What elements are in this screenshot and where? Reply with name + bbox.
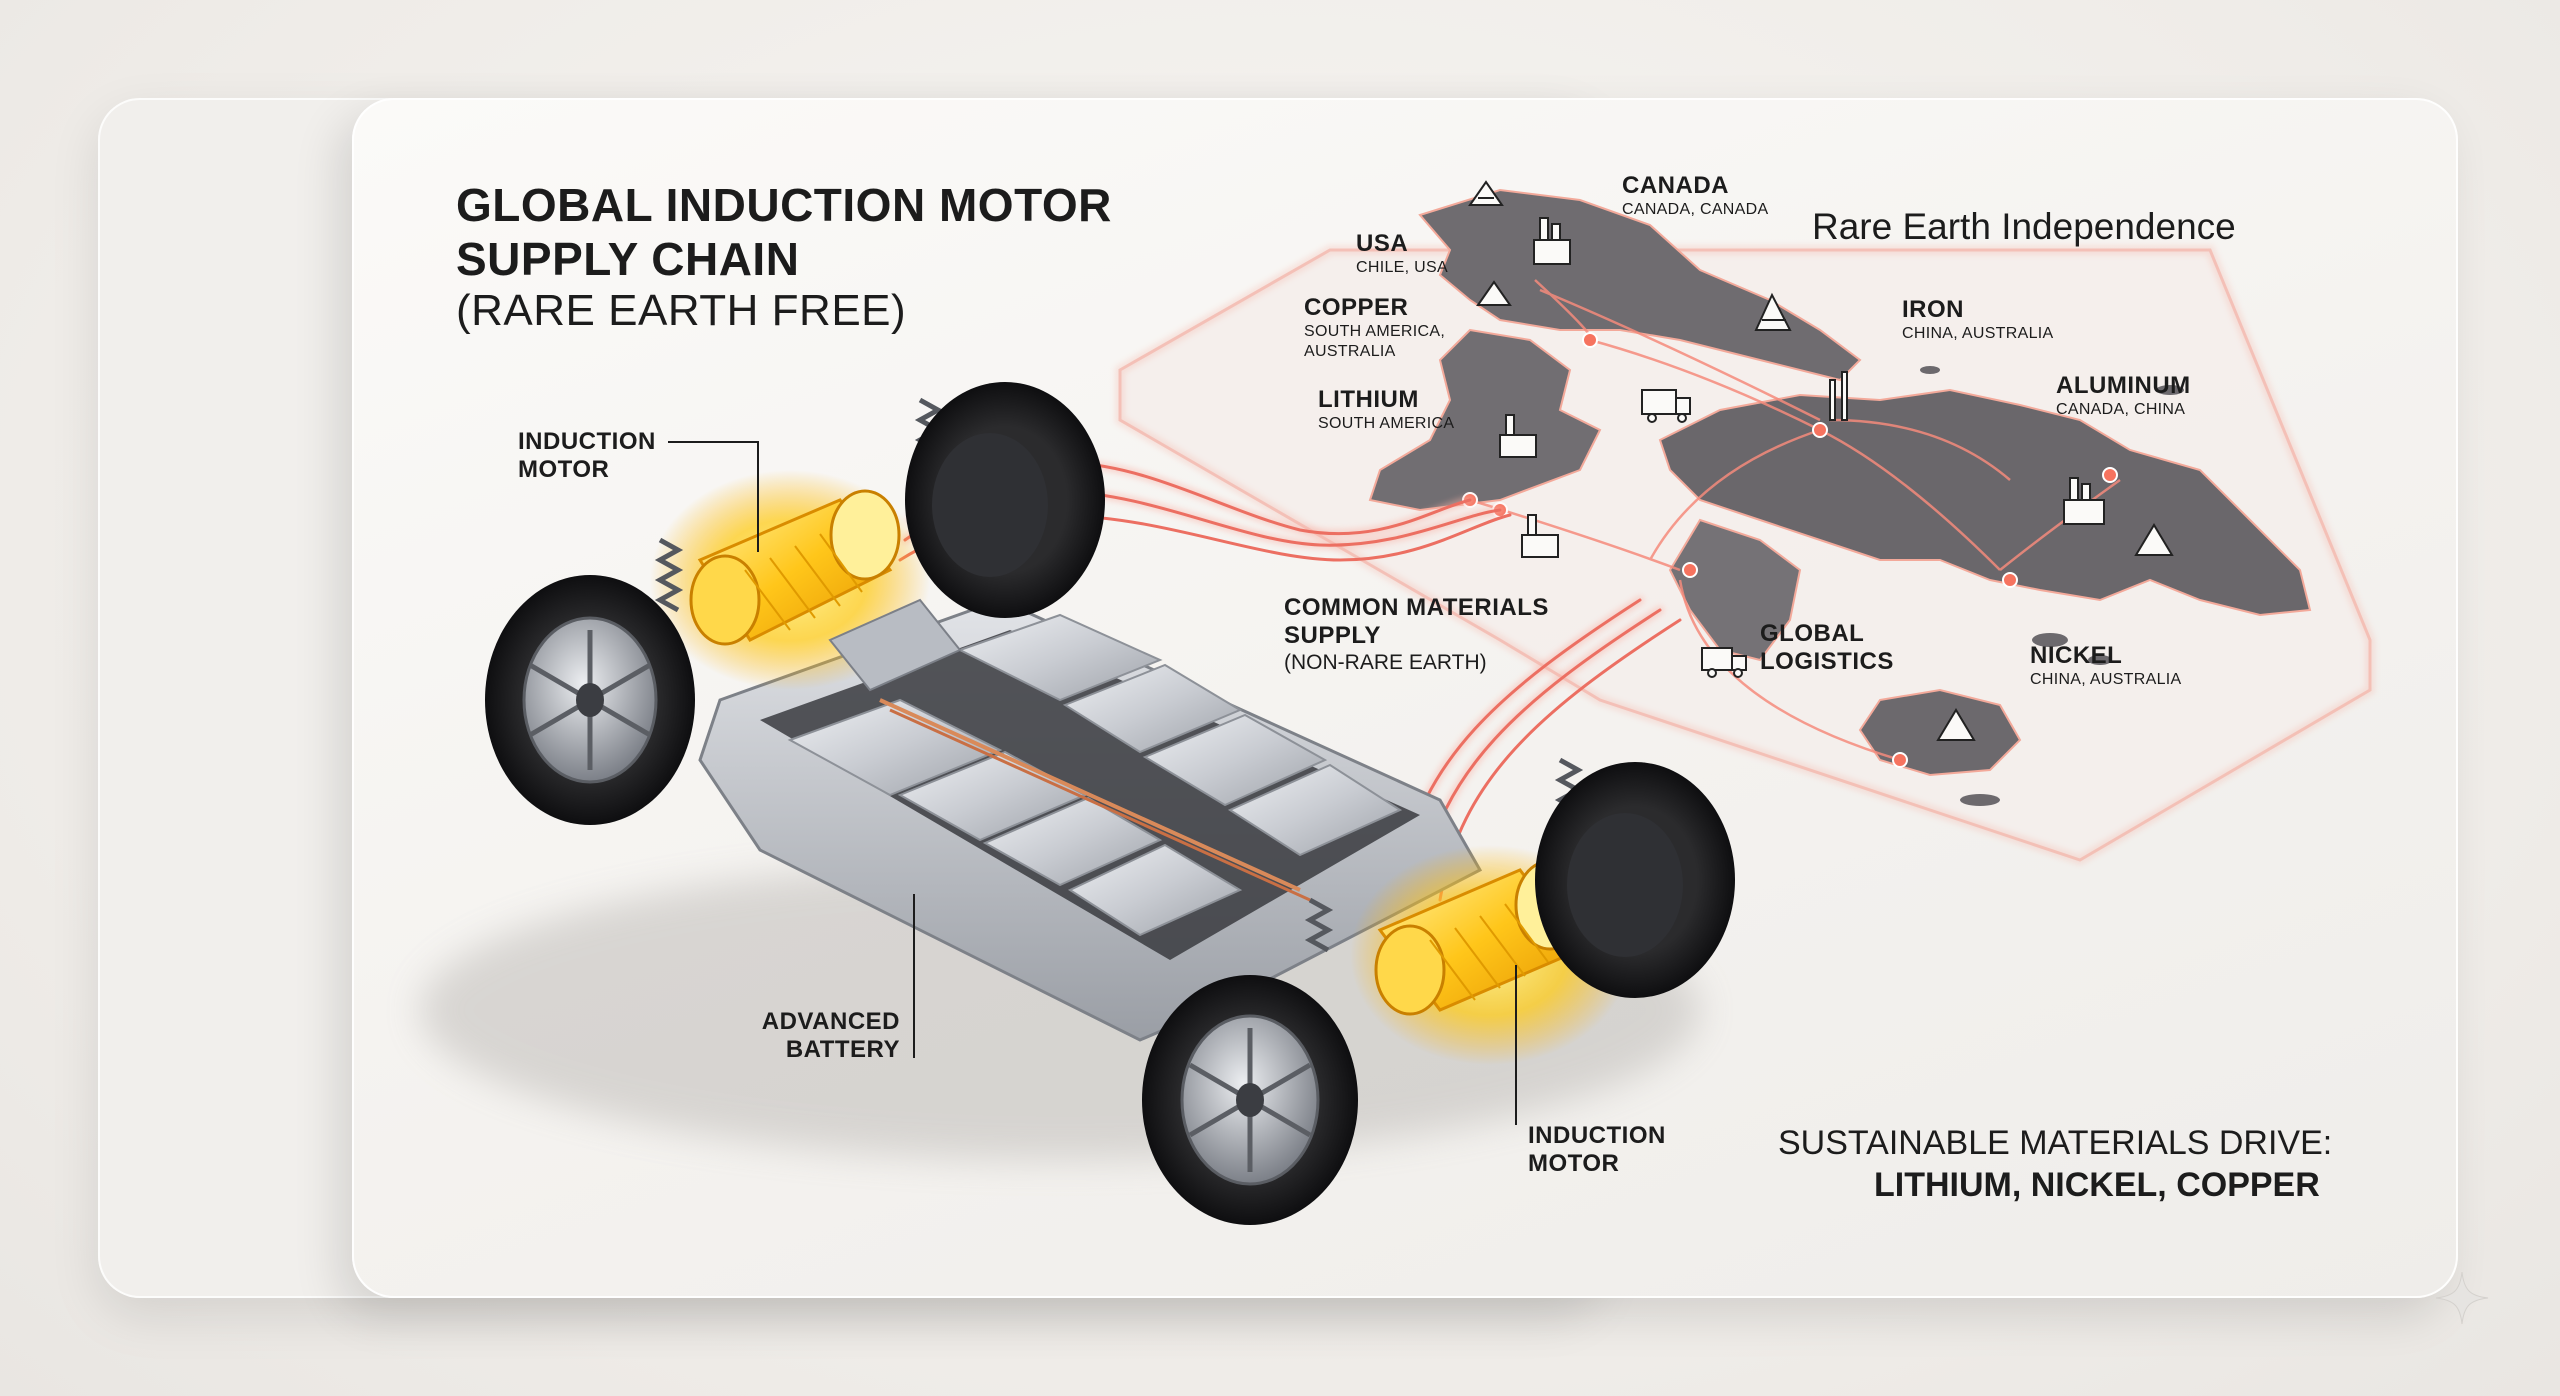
material-label-lithium: LITHIUM SOUTH AMERICA [1318, 386, 1455, 432]
footer-line-1: SUSTAINABLE MATERIALS DRIVE: [1778, 1124, 2333, 1162]
mine-icon [1468, 180, 1504, 206]
map-icons [1468, 180, 2174, 741]
motor-front [650, 470, 962, 692]
mine-icon [1476, 280, 1512, 306]
factory-icon [1499, 414, 1537, 458]
factory-icon [1521, 514, 1559, 558]
material-label-iron: IRON CHINA, AUSTRALIA [1902, 296, 2054, 342]
callout-induction-motor-front: INDUCTION MOTOR [518, 428, 656, 483]
callout-advanced-battery: ADVANCED BATTERY [761, 1008, 900, 1063]
factory-icon [2063, 477, 2105, 525]
truck-icon [1641, 389, 1691, 423]
footer-line-2: LITHIUM, NICKEL, COPPER [1874, 1166, 2320, 1204]
mine-icon [2134, 523, 2174, 556]
wheel-rear-right [1535, 762, 1735, 998]
material-label-nickel: NICKEL CHINA, AUSTRALIA [2030, 642, 2182, 688]
callout-induction-motor-rear: INDUCTION MOTOR [1528, 1122, 1666, 1177]
wheel-rear-left [1142, 975, 1358, 1225]
battery-modules [787, 613, 1403, 937]
material-label-canada: CANADA CANADA, CANADA [1622, 172, 1769, 218]
material-label-copper: COPPER SOUTH AMERICA, AUSTRALIA [1304, 294, 1446, 360]
leader-lines [668, 441, 1517, 1125]
factory-icon [1533, 217, 1571, 265]
mine-icon [1754, 292, 1792, 331]
wheel-front-left [485, 575, 695, 825]
mine-icon [1936, 708, 1976, 741]
callout-global-logistics: GLOBAL LOGISTICS [1760, 620, 1894, 675]
callout-common-materials: COMMON MATERIALS SUPPLY (NON-RARE EARTH) [1284, 594, 1549, 674]
truck-icon [1701, 647, 1747, 678]
page-subtitle: (RARE EARTH FREE) [456, 286, 907, 335]
rare-earth-heading: Rare Earth Independence [1812, 206, 2236, 247]
material-label-usa: USA CHILE, USA [1356, 230, 1448, 276]
material-label-aluminum: ALUMINUM CANADA, CHINA [2056, 372, 2191, 418]
world-map [1115, 188, 2375, 866]
sparkle-icon [2435, 1271, 2489, 1325]
wheel-front-right [905, 382, 1105, 618]
factory-icon [1829, 371, 1848, 421]
page-title: GLOBAL INDUCTION MOTOR SUPPLY CHAIN [456, 179, 1112, 285]
